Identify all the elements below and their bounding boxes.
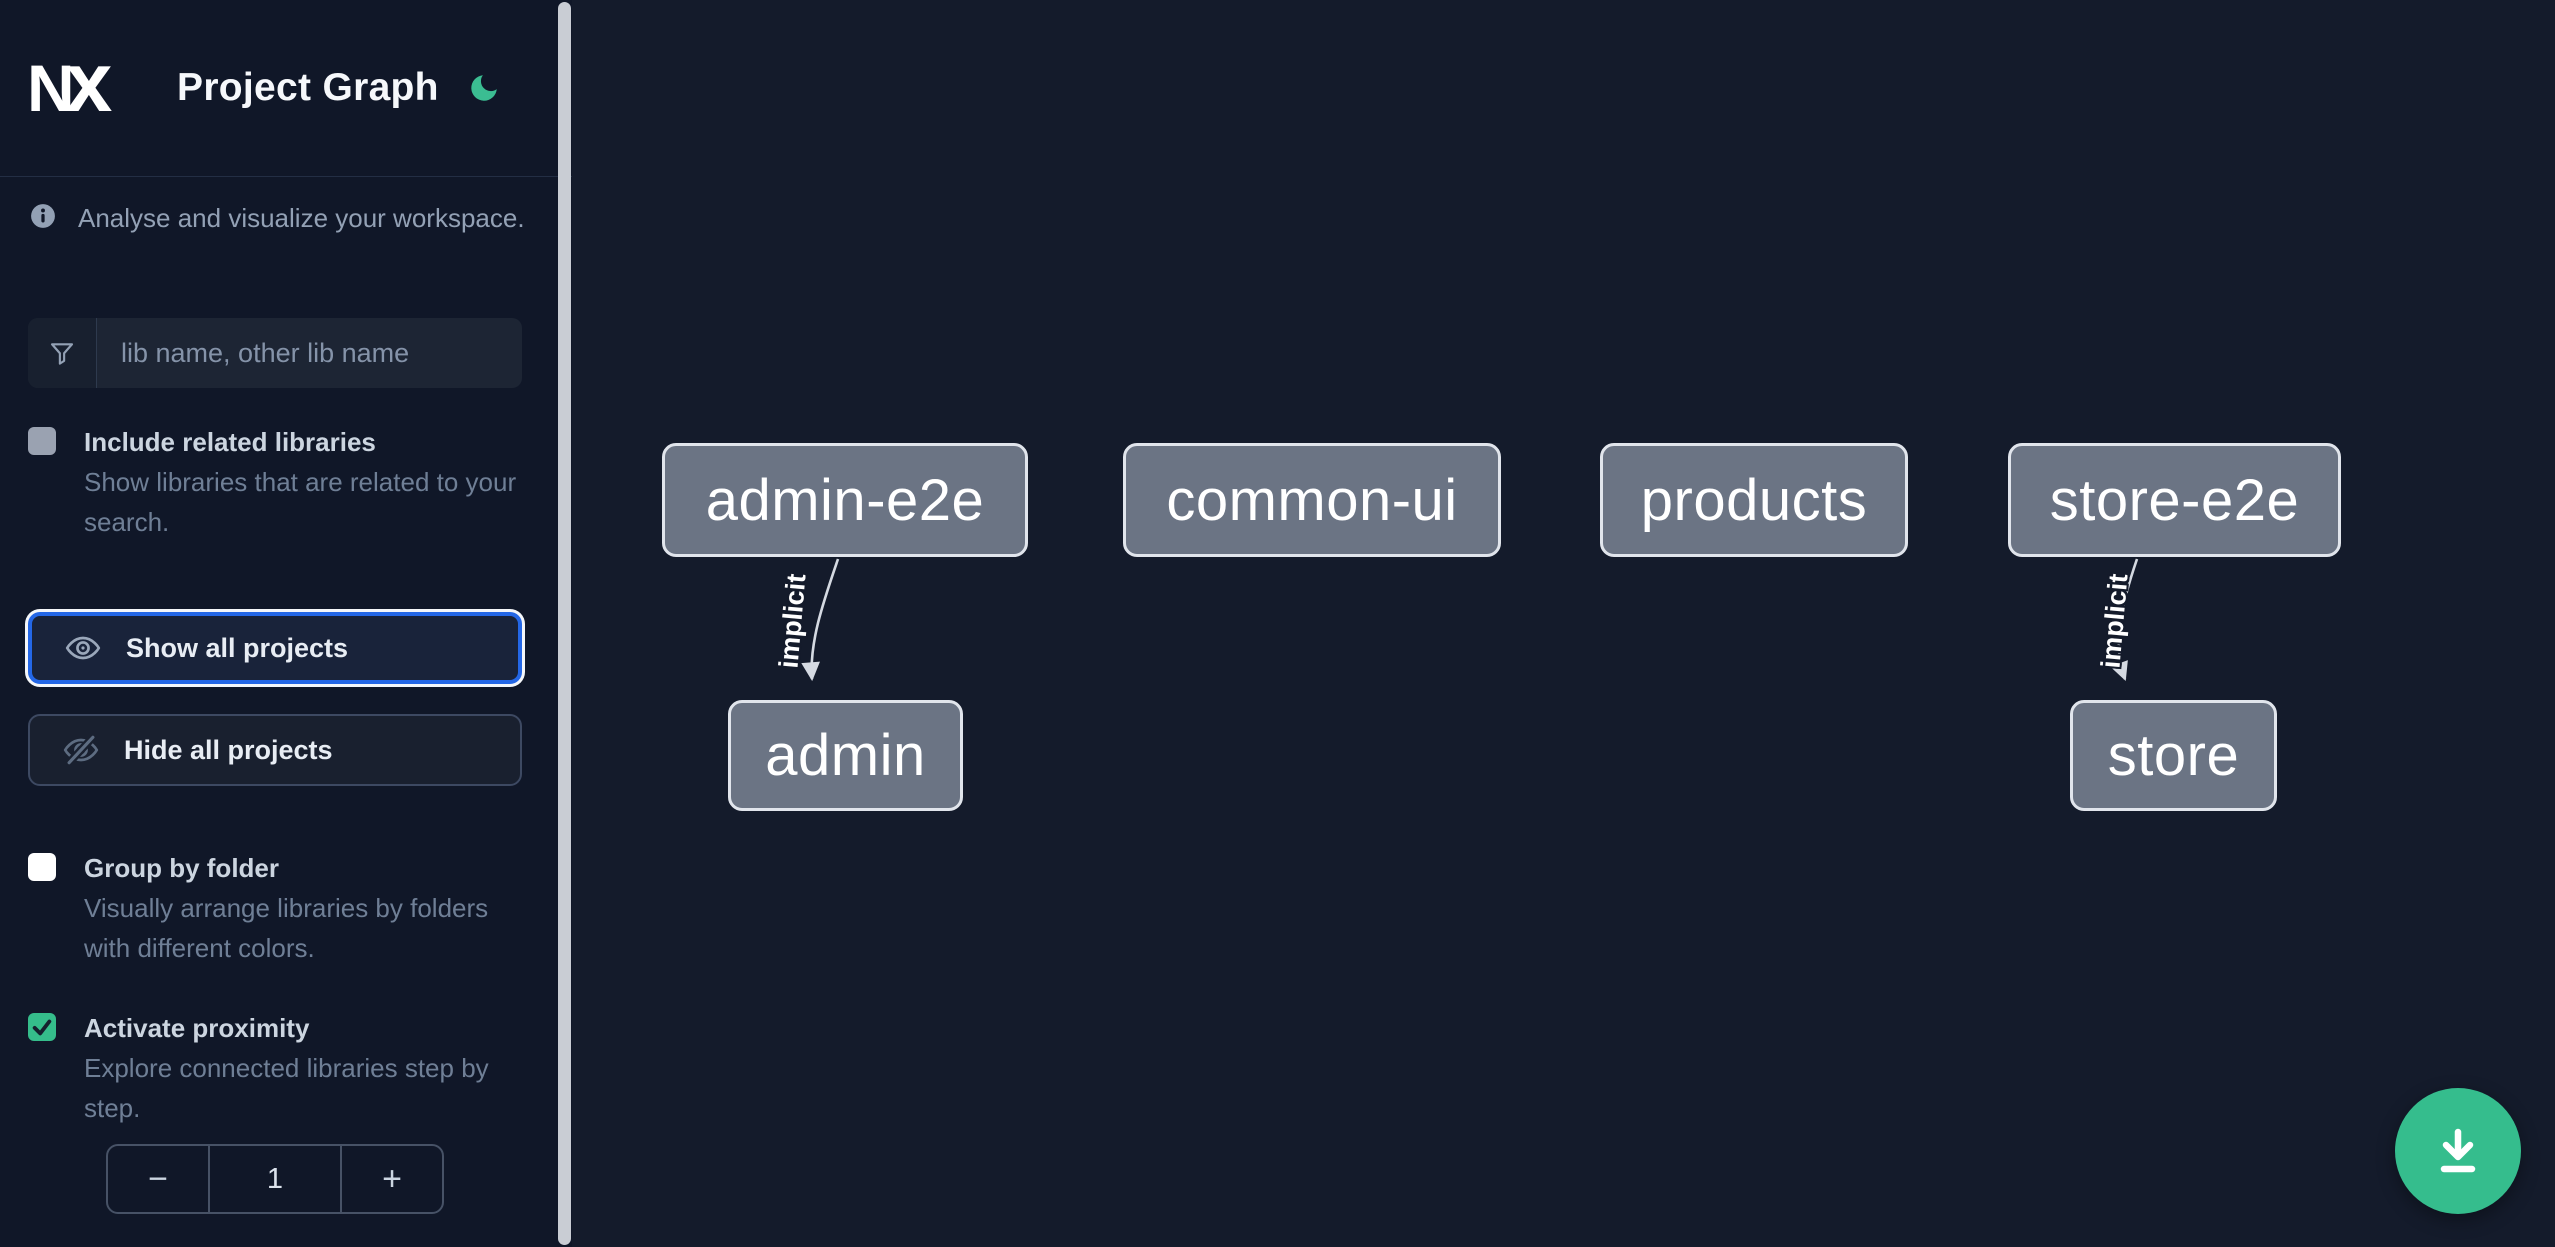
svg-text:Nx: Nx xyxy=(27,56,113,120)
filter-box xyxy=(28,318,522,388)
project-node-store[interactable]: store xyxy=(2070,700,2277,811)
eye-off-icon xyxy=(63,734,99,766)
increment-button[interactable]: + xyxy=(342,1146,442,1212)
theme-toggle-button[interactable] xyxy=(467,71,501,105)
option-activate-proximity: Activate proximity Explore connected lib… xyxy=(28,1008,522,1128)
filter-funnel-icon xyxy=(50,343,74,365)
group-by-folder-label: Group by folder xyxy=(84,853,279,883)
project-node-store-e2e[interactable]: store-e2e xyxy=(2008,443,2341,557)
option-include-related: Include related libraries Show libraries… xyxy=(28,422,522,542)
include-related-label: Include related libraries xyxy=(84,427,376,457)
minus-icon: − xyxy=(148,1159,168,1198)
include-related-description: Show libraries that are related to your … xyxy=(84,467,517,537)
page-title: Project Graph xyxy=(177,66,439,109)
activate-proximity-label: Activate proximity xyxy=(84,1013,310,1043)
hide-all-projects-button[interactable]: Hide all projects xyxy=(28,714,522,786)
moon-icon xyxy=(471,75,497,101)
check-icon xyxy=(32,1019,52,1036)
decrement-button[interactable]: − xyxy=(108,1146,208,1212)
intro-text: Analyse and visualize your workspace. xyxy=(78,203,525,233)
project-node-common-ui[interactable]: common-ui xyxy=(1123,443,1501,557)
sidebar-header: Nx Project Graph xyxy=(0,0,572,177)
project-node-admin-e2e[interactable]: admin-e2e xyxy=(662,443,1028,557)
project-node-products[interactable]: products xyxy=(1600,443,1908,557)
edge-store-e2e-to-store xyxy=(2110,558,2139,681)
activate-proximity-description: Explore connected libraries step by step… xyxy=(84,1053,489,1123)
include-related-checkbox[interactable] xyxy=(28,427,56,455)
download-graph-button[interactable] xyxy=(2395,1088,2521,1214)
group-by-folder-checkbox[interactable] xyxy=(28,853,56,881)
activate-proximity-checkbox[interactable] xyxy=(28,1013,56,1041)
download-icon xyxy=(2440,1128,2476,1173)
intro-row: Analyse and visualize your workspace. xyxy=(30,203,525,233)
info-icon xyxy=(31,204,55,228)
graph-edges xyxy=(801,558,2139,682)
graph-canvas[interactable]: admin-e2e common-ui products store-e2e a… xyxy=(572,0,2555,1247)
hide-all-projects-label: Hide all projects xyxy=(124,734,333,765)
show-all-projects-label: Show all projects xyxy=(126,632,349,663)
sidebar: Nx Project Graph Analyse and visualize y… xyxy=(0,0,572,1247)
option-group-by-folder: Group by folder Visually arrange librari… xyxy=(28,848,522,968)
edge-admin-e2e-to-admin xyxy=(801,558,840,682)
eye-icon xyxy=(65,636,101,660)
proximity-depth-value: 1 xyxy=(208,1146,342,1212)
nx-logo: Nx xyxy=(27,56,118,120)
plus-icon: + xyxy=(382,1159,402,1198)
filter-input[interactable] xyxy=(97,318,522,388)
proximity-depth-stepper: − 1 + xyxy=(106,1144,444,1214)
filter-icon-cell xyxy=(28,318,97,388)
show-all-projects-button[interactable]: Show all projects xyxy=(28,612,522,684)
sidebar-scrollbar[interactable] xyxy=(558,2,571,1245)
group-by-folder-description: Visually arrange libraries by folders wi… xyxy=(84,893,489,963)
project-node-admin[interactable]: admin xyxy=(728,700,963,811)
